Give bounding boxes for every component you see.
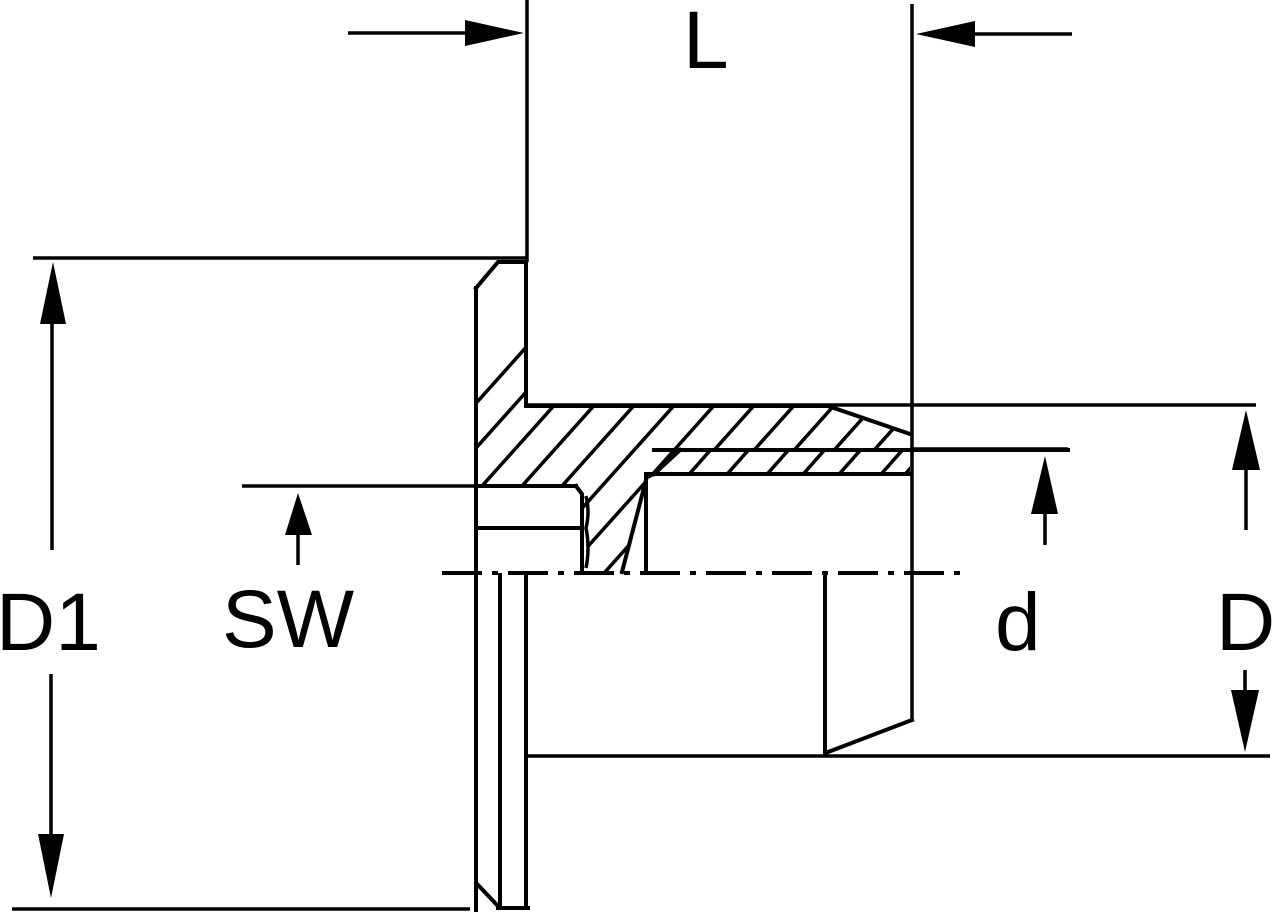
part-section-upper <box>473 260 1070 912</box>
arrow-left-icon <box>916 21 975 47</box>
arrow-up-icon <box>40 262 66 324</box>
label-D1: D1 <box>0 577 101 668</box>
arrow-down-icon <box>1231 690 1259 752</box>
hex-recess-curve <box>584 495 590 569</box>
part-view-lower <box>475 573 915 910</box>
label-d: d <box>995 577 1041 668</box>
arrow-up-icon <box>1232 410 1260 470</box>
hex-recess-end <box>573 483 584 574</box>
dimension-L: L <box>348 0 1072 720</box>
arrow-down-icon <box>38 834 64 898</box>
shank-chamfer <box>825 717 915 755</box>
thread-chamfer <box>651 447 683 477</box>
arrow-up-icon <box>285 493 312 535</box>
label-D: D <box>1216 577 1275 668</box>
arrow-right-icon <box>465 20 524 46</box>
bore-taper <box>619 477 649 575</box>
label-SW: SW <box>222 574 355 665</box>
label-L: L <box>683 0 729 86</box>
dimension-SW: SW <box>222 484 478 665</box>
flange-outline-top <box>473 260 913 437</box>
dimension-D1: D1 <box>0 256 528 911</box>
arrow-up-icon <box>1031 456 1058 514</box>
dimension-d: d <box>910 447 1068 668</box>
flange-chamfer-bottom <box>475 882 501 909</box>
dimension-D: D <box>526 403 1275 758</box>
hatch-pattern-body <box>476 262 910 572</box>
